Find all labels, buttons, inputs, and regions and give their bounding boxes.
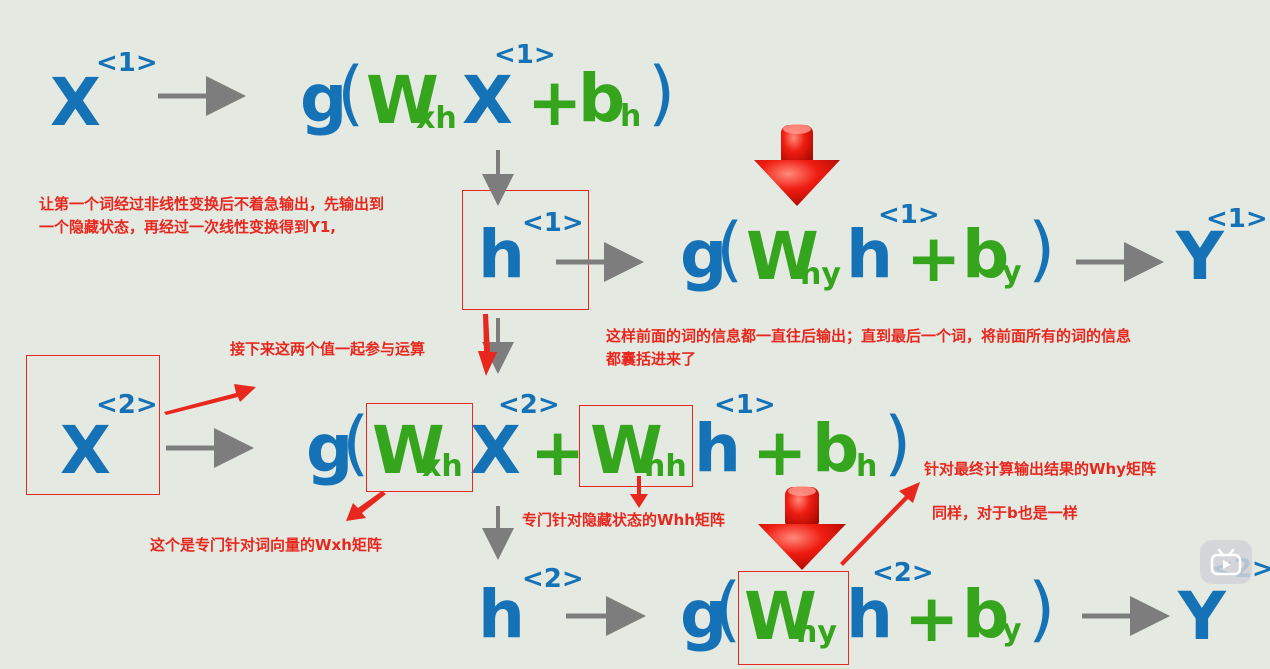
red-arrow-whh-note [630, 476, 648, 508]
note-hidden-state: 让第一个词经过非线性变换后不着急输出，先输出到 一个隐藏状态，再经过一次线性变换… [39, 193, 384, 239]
w-sub-xh-row3: xh [422, 449, 463, 484]
w-row2: W [746, 218, 819, 295]
g-function-row2: g [680, 216, 728, 293]
h-row4: h [846, 576, 893, 653]
note-b: 同样，对于b也是一样 [932, 504, 1078, 522]
red-arrow-down-h1 [478, 314, 497, 376]
w-sub-xh-row1: xh [416, 101, 457, 136]
highlight-box-whh [579, 405, 693, 487]
plus-row3b: + [752, 414, 808, 491]
h-row2: h [846, 216, 893, 293]
lparen-row2: ( [716, 208, 744, 290]
g-function-row3: g [306, 410, 354, 487]
rparen-row4: ) [1028, 568, 1056, 650]
y1-symbol: Y [1176, 218, 1224, 295]
red-arrow-wxh-note [346, 491, 386, 521]
note-whh: 专门针对隐藏状态的Whh矩阵 [522, 511, 725, 529]
x-row3: X [470, 412, 521, 489]
bilibili-tv-icon [1200, 540, 1252, 584]
note-hidden-state-line1: 让第一个词经过非线性变换后不着急输出，先输出到 [39, 195, 385, 213]
h2-symbol: h [478, 576, 525, 653]
rparen-row1: ) [648, 52, 676, 134]
h-sup-row4: <2> [872, 558, 934, 588]
y1-superscript: <1> [1206, 204, 1268, 234]
h-row3: h [694, 410, 741, 487]
g-function-row1: g [300, 60, 348, 137]
b-sub-y-row4: y [1002, 613, 1022, 648]
h-sup-row2: <1> [878, 200, 940, 230]
plus-row2: + [906, 220, 962, 297]
w-row1: W [366, 62, 439, 139]
x-sup-row3: <2> [498, 390, 560, 420]
note-wxh: 这个是专门针对词向量的Wxh矩阵 [150, 536, 382, 554]
b-row1: b [578, 60, 626, 137]
x-row1: X [462, 62, 513, 139]
plus-row4: + [904, 580, 960, 657]
highlight-box-h1 [462, 190, 589, 310]
w-row3-xh: W [372, 412, 445, 489]
plus-row3a: + [530, 414, 586, 491]
h-sup-row3: <1> [714, 390, 776, 420]
plus-row1: + [527, 64, 583, 141]
rparen-row2: ) [1028, 208, 1056, 290]
b-row4: b [962, 576, 1010, 653]
red-arrow-to-x2 [164, 384, 256, 415]
y2-symbol: Y [1178, 578, 1226, 655]
x-sup-row1: <1> [494, 40, 556, 70]
note-two-values: 接下来这两个值一起参与运算 [230, 340, 426, 358]
x1-superscript: <1> [96, 48, 158, 78]
w-sub-hy-row4: hy [796, 615, 837, 650]
h1-symbol: h [478, 216, 525, 293]
b-sub-y-row2: y [1002, 255, 1022, 290]
w-sub-hy-row2: hy [800, 257, 841, 292]
w-sub-hh-row3: hh [644, 449, 687, 484]
lparen-row1: ( [337, 52, 365, 134]
h2-superscript: <2> [522, 564, 584, 594]
highlight-box-wxh [366, 403, 473, 492]
note-info-propagation-line2: 都囊括进来了 [606, 350, 697, 368]
rparen-row3: ) [884, 402, 912, 484]
x2-symbol: X [60, 412, 111, 489]
b-row2: b [962, 216, 1010, 293]
note-hidden-state-line2: 一个隐藏状态，再经过一次线性变换得到Y1, [39, 218, 336, 236]
red-3d-pointer-bottom [758, 486, 846, 570]
h1-superscript: <1> [522, 208, 584, 238]
note-why: 针对最终计算输出结果的Why矩阵 [924, 460, 1157, 478]
note-info-propagation: 这样前面的词的信息都一直往后输出；直到最后一个词，将前面所有的词的信息 都囊括进… [606, 325, 1131, 371]
note-info-propagation-line1: 这样前面的词的信息都一直往后输出；直到最后一个词，将前面所有的词的信息 [606, 327, 1132, 345]
g-function-row4: g [680, 576, 728, 653]
highlight-box-x2 [26, 355, 160, 495]
lparen-row3: ( [342, 402, 370, 484]
x2-superscript: <2> [96, 390, 158, 420]
b-sub-h-row3: h [856, 449, 878, 484]
w-row4: W [744, 578, 817, 655]
x1-symbol: X [50, 64, 101, 141]
b-row3: b [812, 410, 860, 487]
red-arrow-why-note [840, 482, 920, 566]
highlight-box-why [738, 571, 849, 665]
red-3d-pointer-top [754, 124, 840, 206]
lparen-row4: ( [714, 568, 742, 650]
b-sub-h-row1: h [620, 99, 642, 134]
w-row3-hh: W [590, 412, 663, 489]
